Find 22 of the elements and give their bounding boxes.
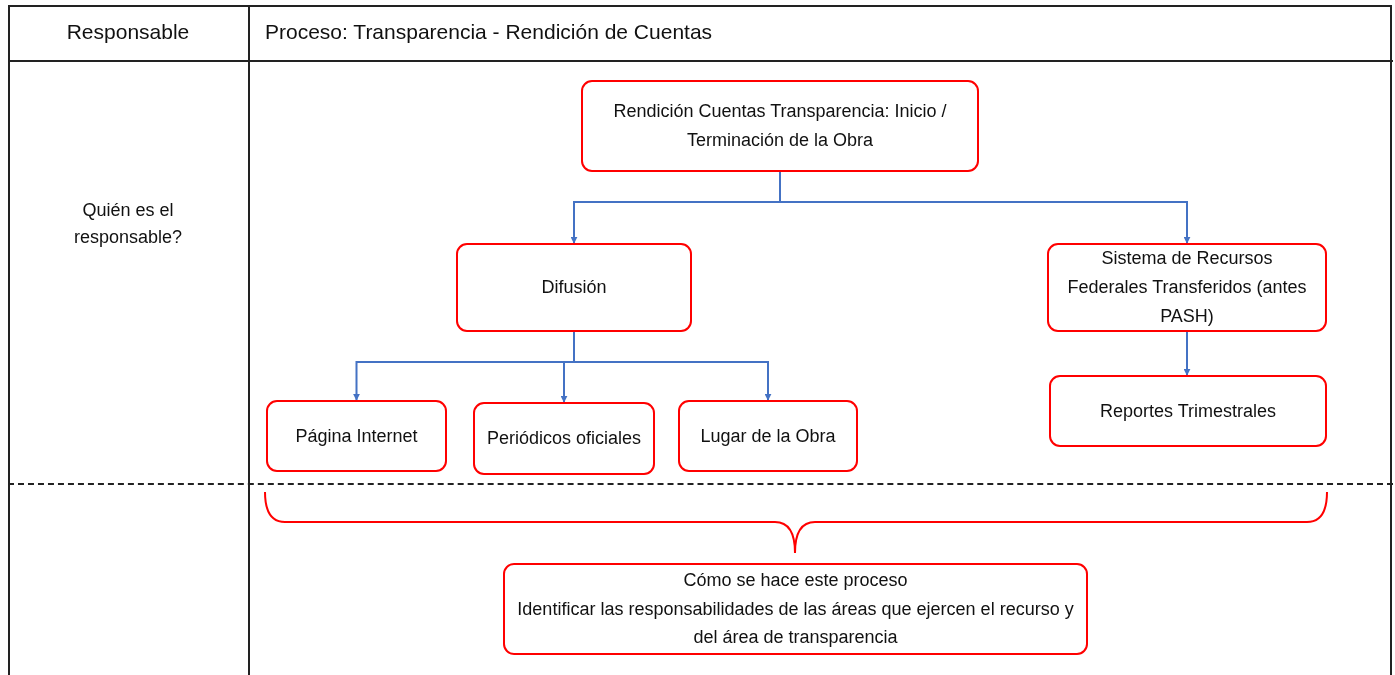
box-text: Difusión [541, 276, 607, 300]
box-text: Rendición Cuentas Transparencia: Inicio / Terminación de la Obra [612, 100, 948, 152]
column-header: Responsable [65, 19, 191, 45]
box-text: Periódicos oficiales [486, 427, 642, 451]
process-box [678, 400, 858, 472]
responsible-question: Quién es el responsable? [72, 199, 184, 249]
process-box [1047, 243, 1327, 332]
process-box [581, 80, 979, 172]
box-text: Cómo se hace este proceso [683, 568, 908, 592]
connector-arrow [573, 331, 772, 401]
box-text: Sistema de Recursos Federales Transferidos (antes PASH) [1066, 247, 1308, 328]
box-text: Identificar las responsabilidades de las áreas que ejercen el recurso y del área de transparencia [516, 597, 1075, 650]
box-text: Reportes Trimestrales [1099, 399, 1277, 423]
process-box [456, 243, 692, 332]
box-text: Página Internet [295, 424, 418, 448]
connector-arrow [1183, 331, 1191, 376]
column-header: Proceso: Transparencia - Rendición de Cuentas [265, 19, 714, 45]
process-box [266, 400, 447, 472]
process-box [1049, 375, 1327, 447]
process-box [473, 402, 655, 475]
process-box [503, 563, 1088, 655]
box-text: Lugar de la Obra [700, 424, 836, 448]
